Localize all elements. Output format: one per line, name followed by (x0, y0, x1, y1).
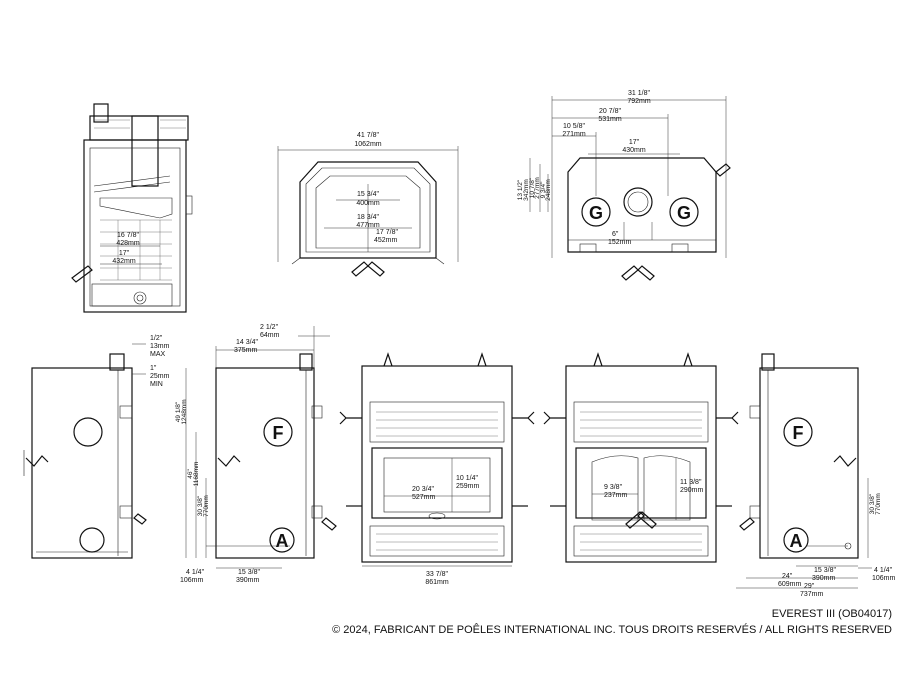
dim-49-1-8: 49 1/8" (175, 401, 182, 422)
dim-9-3-8: 9 3/8" (604, 484, 623, 491)
dim-237mm: 237mm (604, 492, 628, 499)
dim-737mm: 737mm (800, 591, 824, 598)
dim-152mm: 152mm (608, 239, 632, 246)
dim-277mm: 277mm (534, 177, 541, 199)
right-side-view: F A 30 3/8" 770mm 4 1/4" 106mm 15 3/8" 3… (736, 353, 896, 598)
dim-4-1-4-left: 4 1/4" (186, 569, 205, 576)
left-side-dimensioned-view: 14 3/4" 375mm 2 1/2" 64mm F A 49 1/8" 12… (175, 324, 337, 584)
model-label: EVEREST III (OB04017) (771, 608, 892, 620)
dim-31-1-8: 31 1/8" (628, 90, 650, 97)
dim-13-1-2: 13 1/2" (517, 179, 524, 200)
label-a-left: A (276, 531, 289, 551)
dim-17-7-8: 17 7/8" (376, 229, 398, 236)
side-section-view: 16 7/8" 428mm 17" 432mm (71, 103, 193, 313)
dim-1248mm: 1248mm (181, 399, 188, 424)
dim-max: MAX (150, 351, 166, 358)
dim-33-7-8: 33 7/8" (426, 571, 448, 578)
dim-24: 24" (782, 573, 793, 580)
dim-17: 17" (629, 139, 640, 146)
label-f-right: F (793, 423, 804, 443)
dim-min: MIN (150, 381, 163, 388)
front-view: 20 3/4" 527mm 10 1/4" 259mm 33 7/8" 861m… (339, 352, 535, 586)
dim-14-3-4: 14 3/4" (236, 339, 258, 346)
dim-15-3-8-left: 15 3/8" (238, 569, 260, 576)
dim-25mm: 25mm (150, 373, 170, 380)
dim-527mm: 527mm (412, 494, 436, 501)
dim-1062mm: 1062mm (354, 141, 381, 148)
dim-41-7-8: 41 7/8" (357, 132, 379, 139)
dim-1168mm: 1168mm (193, 462, 200, 487)
dim-290mm: 290mm (680, 487, 704, 494)
label-g-left: G (589, 203, 603, 223)
top-back-view: 31 1/8" 792mm 20 7/8" 531mm 10 5/8" 271m… (517, 90, 731, 281)
dim-29: 29" (804, 583, 815, 590)
dim-64mm: 64mm (260, 332, 280, 339)
dim-15-3-4: 15 3/4" (357, 191, 379, 198)
dim-770mm-right: 770mm (875, 493, 882, 515)
dim-30-3-8-right: 30 3/8" (869, 493, 876, 514)
dim-531mm: 531mm (598, 116, 622, 123)
dim-1in: 1" (150, 365, 157, 372)
dim-1-2: 1/2" (150, 335, 163, 342)
dim-2-1-2: 2 1/2" (260, 324, 279, 331)
dim-477mm: 477mm (356, 222, 380, 229)
dim-10-5-8: 10 5/8" (563, 123, 585, 130)
dim-248mm: 248mm (545, 179, 552, 201)
copyright-notice: © 2024, FABRICANT DE POÊLES INTERNATIONA… (332, 624, 892, 636)
dim-10-7-8: 10 7/8" (529, 177, 536, 198)
label-f-left: F (273, 423, 284, 443)
dim-428mm: 428mm (116, 240, 140, 247)
dim-271mm: 271mm (562, 131, 586, 138)
dim-11-3-8: 11 3/8" (680, 479, 702, 486)
dim-106mm-right: 106mm (872, 575, 896, 582)
dim-452mm: 452mm (374, 237, 398, 244)
dim-20-7-8: 20 7/8" (599, 108, 621, 115)
left-side-view: 1/2" 13mm MAX 1" 25mm MIN (23, 335, 170, 559)
dim-18-3-4: 18 3/4" (357, 214, 379, 221)
dim-6: 6" (612, 231, 619, 238)
dim-375mm: 375mm (234, 347, 258, 354)
dim-17: 17" (119, 250, 130, 257)
dim-20-3-4: 20 3/4" (412, 486, 434, 493)
dim-30-3-8: 30 3/8" (197, 495, 204, 516)
label-a-right: A (790, 531, 803, 551)
dim-9-3-4: 9 3/4" (540, 181, 547, 198)
dim-106mm-left: 106mm (180, 577, 204, 584)
dim-16-7-8: 16 7/8" (117, 232, 139, 239)
dim-46: 46" (187, 469, 194, 479)
dim-430mm: 430mm (622, 147, 646, 154)
dim-342mm: 342mm (523, 179, 530, 201)
dim-390mm-right: 390mm (812, 575, 836, 582)
dim-259mm: 259mm (456, 483, 480, 490)
dim-432mm: 432mm (112, 258, 136, 265)
dim-13mm: 13mm (150, 343, 170, 350)
top-front-view: 41 7/8" 1062mm 15 3/4" 400mm 18 3/4" 477… (277, 132, 459, 277)
dim-4-1-4-right: 4 1/4" (874, 567, 893, 574)
front-doors-view: 9 3/8" 237mm 11 3/8" 290mm (543, 352, 739, 563)
dim-609mm: 609mm (778, 581, 802, 588)
dim-400mm: 400mm (356, 200, 380, 207)
dim-792mm: 792mm (627, 98, 651, 105)
dim-861mm: 861mm (425, 579, 449, 586)
label-g-right: G (677, 203, 691, 223)
dim-10-1-4: 10 1/4" (456, 475, 478, 482)
dim-390mm-left: 390mm (236, 577, 260, 584)
dim-770mm: 770mm (203, 495, 210, 517)
dim-15-3-8-right: 15 3/8" (814, 567, 836, 574)
